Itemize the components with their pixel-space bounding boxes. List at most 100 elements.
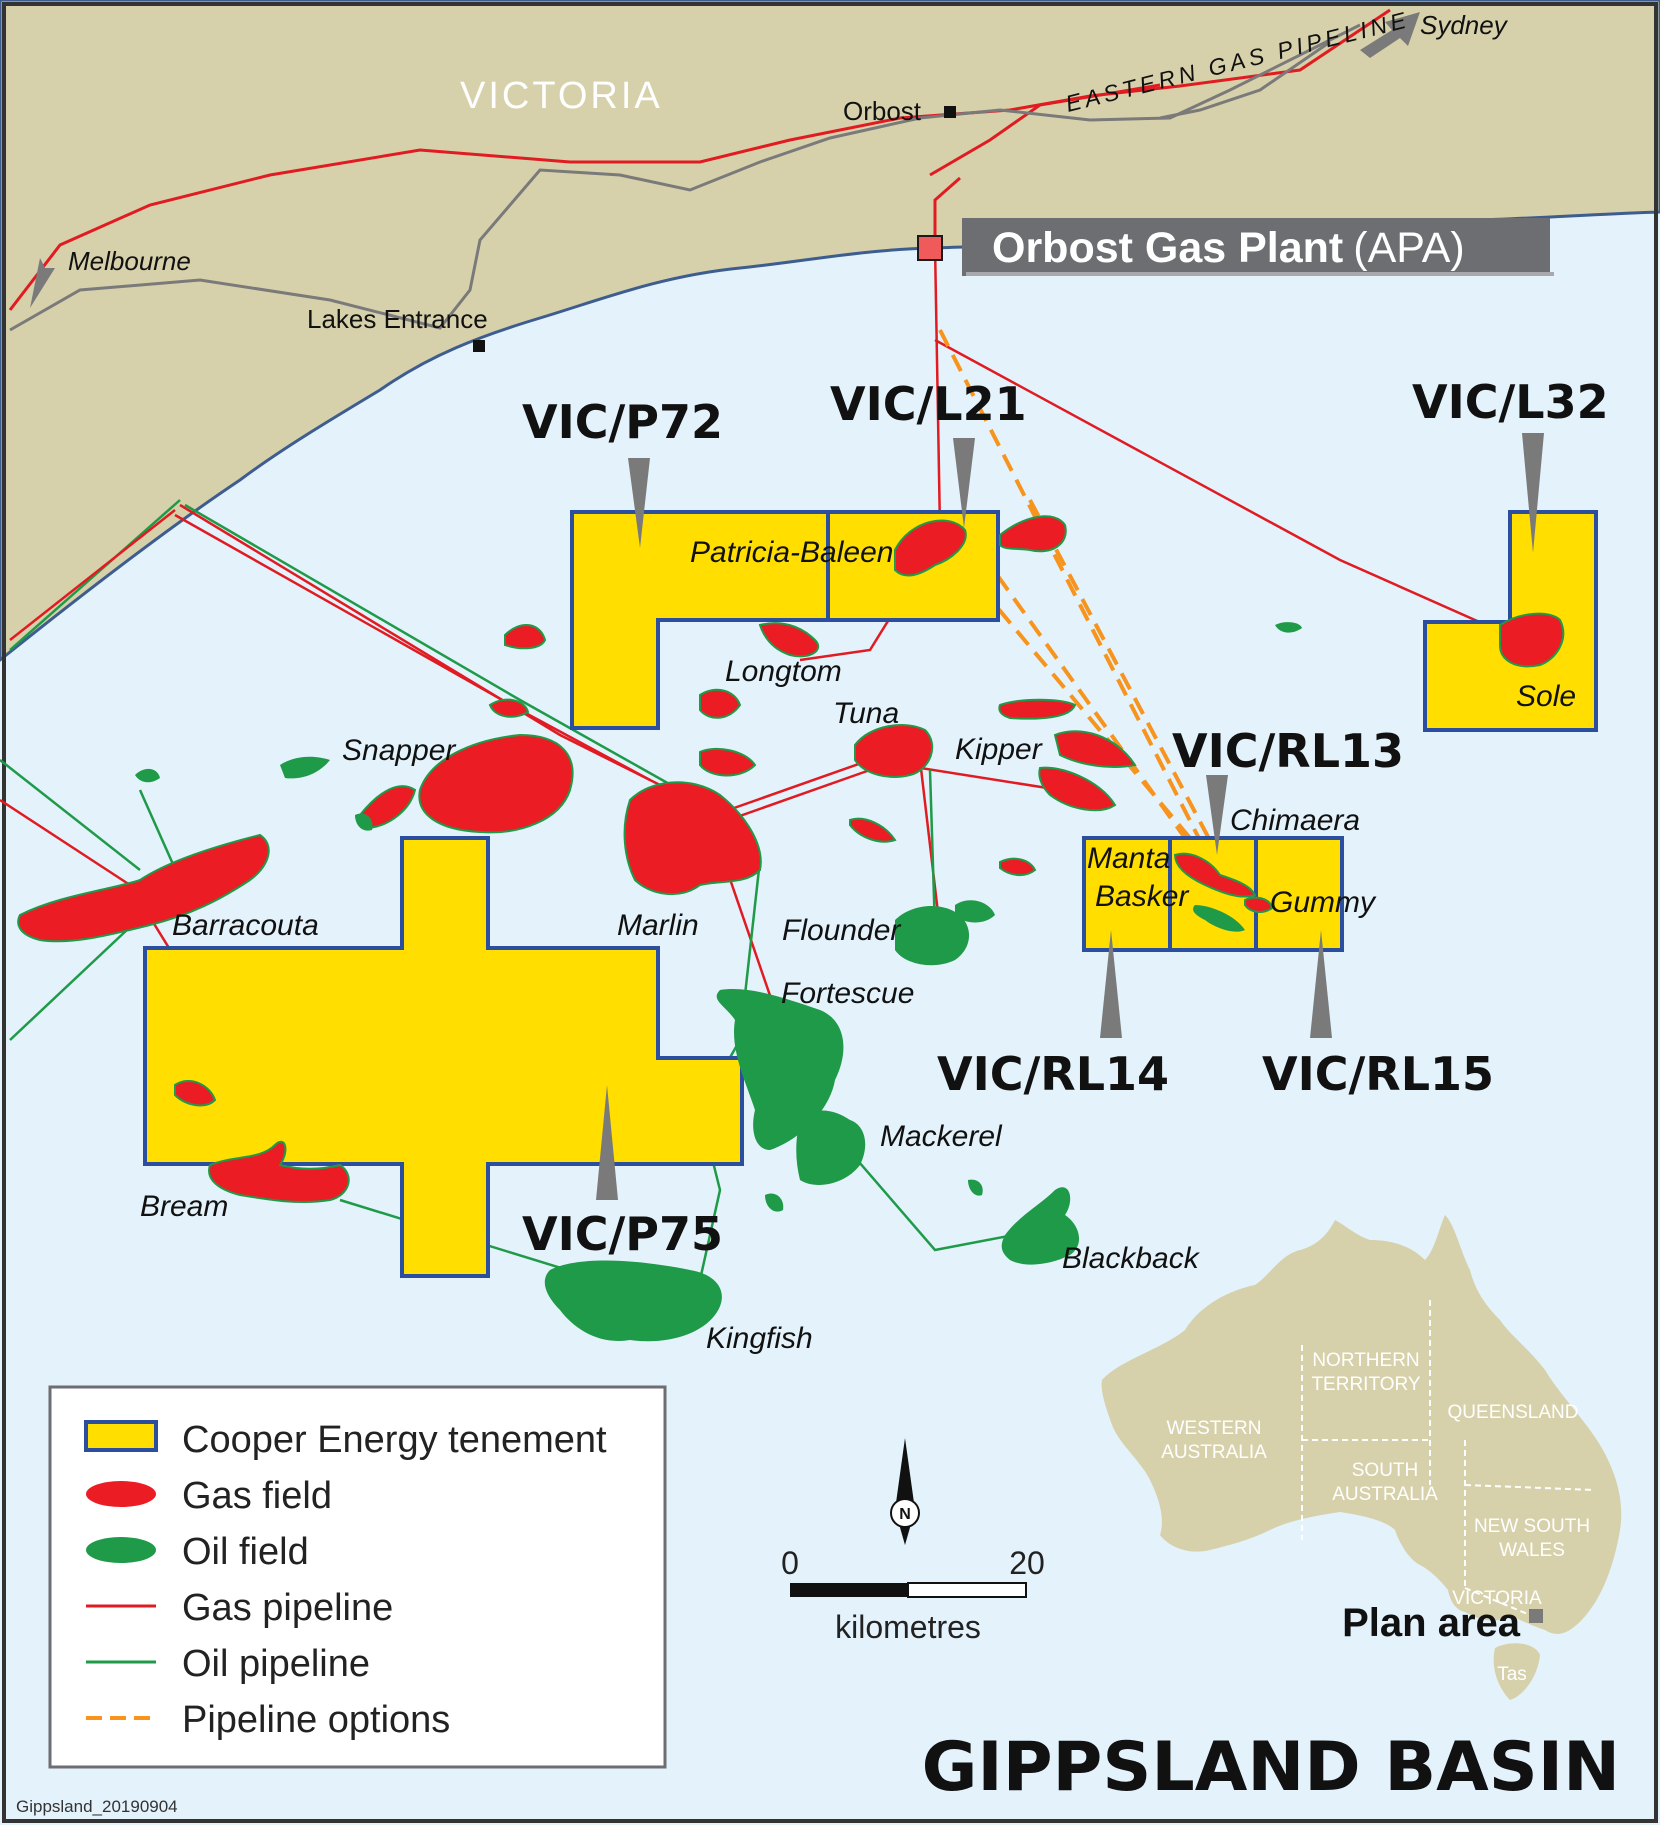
gas-field-manta: [1173, 852, 1257, 898]
scale-bar-black: [790, 1583, 908, 1597]
tenement-label-vicl21: VIC/L21: [830, 377, 1027, 431]
inset-label-sa1: SOUTH: [1352, 1460, 1419, 1481]
oil-field-kingfish: [544, 1260, 722, 1342]
gas-pipeline-tuna-flounder: [918, 759, 942, 931]
tenement-label-vicrl14: VIC/RL14: [937, 1047, 1169, 1101]
eastern-gas-pipeline: [1159, 40, 1331, 120]
tenements: [143, 510, 1598, 1278]
tenement-label-vicp72: VIC/P72: [522, 395, 723, 449]
gas-field-small-b: [699, 688, 742, 719]
border-qld-nsw: [1464, 1484, 1596, 1491]
inset-australia: NORTHERN TERRITORY QUEENSLAND WESTERN AU…: [1101, 1215, 1622, 1700]
orbost-plant-banner-shadow: [966, 272, 1554, 276]
inset-label-nsw2: WALES: [1499, 1540, 1565, 1561]
scale-start: 0: [781, 1545, 799, 1581]
pipeline-options-4: [1028, 499, 1217, 851]
tenement-vicrl14: [1082, 836, 1172, 952]
pointer-vicp72: [628, 458, 650, 548]
gas-pipeline-to-sole: [934, 338, 1521, 642]
gas-fields: [17, 515, 1565, 1204]
inset-label-qld: QUEENSLAND: [1448, 1402, 1579, 1423]
tenement-label-vicrl13: VIC/RL13: [1172, 724, 1404, 778]
gas-field-kipper-3: [1038, 766, 1117, 812]
legend: Cooper Energy tenement Gas field Oil fie…: [48, 1385, 667, 1769]
gas-field-sole: [1499, 612, 1565, 668]
legend-label-oil-pipeline: Oil pipeline: [182, 1643, 370, 1685]
oil-field-small-4: [355, 813, 373, 831]
town-label-orbost: Orbost: [843, 96, 922, 126]
inset-tasmania: [1493, 1643, 1540, 1700]
legend-swatch-oil-field: [86, 1537, 156, 1563]
gas-field-patricia-2: [999, 515, 1067, 553]
north-arrow-label: N: [899, 1506, 911, 1523]
pointer-vicrl14: [1100, 930, 1122, 1038]
field-label-snapper: Snapper: [342, 734, 456, 767]
legend-swatch-tenement: [84, 1420, 158, 1452]
north-arrow: N: [890, 1438, 920, 1545]
town-label-lakes: Lakes Entrance: [307, 304, 488, 334]
field-label-marlin: Marlin: [617, 909, 699, 942]
pipeline-options-1: [938, 329, 1212, 861]
gas-field-patricia: [894, 519, 967, 577]
field-label-barracouta: Barracouta: [172, 909, 319, 942]
legend-label-oil-field: Oil field: [182, 1531, 309, 1573]
oil-pipeline-west-1: [184, 503, 681, 792]
field-label-longtom: Longtom: [725, 655, 842, 688]
oil-field-mackerel: [796, 1110, 866, 1185]
inset-label-wa1: WESTERN: [1167, 1418, 1262, 1439]
gas-field-small-e: [849, 817, 897, 843]
oil-field-small-2: [280, 756, 330, 779]
orbost-town-marker: [944, 106, 956, 118]
scale-bar-white: [907, 1582, 1027, 1598]
oil-pipeline-nw: [9, 499, 181, 651]
field-label-mackerel: Mackerel: [880, 1120, 1003, 1153]
gas-pipeline-east: [929, 83, 1161, 177]
tenement-vicrl15: [1254, 836, 1344, 952]
gas-field-small-d: [699, 747, 757, 777]
orbost-plant-operator: (APA): [1353, 224, 1465, 272]
onshore-pipelines: [8, 8, 1391, 332]
image-id: Gippsland_20190904: [16, 1797, 178, 1816]
sydney-arrow-icon: [1360, 12, 1420, 58]
gas-field-snapper: [418, 733, 574, 834]
tenement-label-vicl32: VIC/L32: [1412, 375, 1609, 429]
grey-pipeline: [9, 23, 1361, 332]
orbost-plant-marker: [917, 235, 943, 261]
pointer-vicrl13: [1206, 775, 1228, 855]
pointer-vicp75: [596, 1085, 618, 1200]
oil-field-small-6: [968, 1179, 983, 1196]
oil-field-fortescue: [716, 989, 844, 1150]
map-title: GIPPSLAND BASIN: [922, 1728, 1620, 1807]
legend-label-gas-field: Gas field: [182, 1475, 332, 1517]
gas-field-snapper-w: [358, 785, 417, 830]
gas-field-tuna: [854, 724, 934, 778]
oil-pipeline-west-2: [0, 759, 141, 871]
scale-unit: kilometres: [835, 1609, 981, 1645]
field-label-chimaera: Chimaera: [1230, 804, 1360, 837]
tenement-label-vicrl15: VIC/RL15: [1262, 1047, 1494, 1101]
legend-swatch-gas-field: [86, 1481, 156, 1507]
oil-field-small-3: [135, 768, 160, 783]
field-label-kingfish: Kingfish: [706, 1322, 813, 1355]
gas-field-kipper-2: [1053, 730, 1137, 768]
border-nsw-vic: [1464, 1587, 1531, 1616]
gas-pipeline-onshore: [8, 8, 1391, 311]
gas-field-bream: [208, 1140, 350, 1204]
gas-pipeline-nw: [9, 509, 176, 641]
tenement-vicp75: [143, 836, 744, 1278]
gas-field-gummy: [1244, 896, 1274, 913]
inset-label-tas: Tas: [1497, 1664, 1527, 1685]
gas-field-small-f: [999, 857, 1037, 876]
orbost-plant-banner: [962, 218, 1550, 276]
gas-field-small-a: [504, 624, 547, 650]
pipeline-options-3: [963, 528, 1192, 847]
gas-field-kipper-1: [998, 698, 1077, 720]
field-label-basker: Basker: [1095, 880, 1189, 913]
gas-field-bream-small: [174, 1080, 217, 1107]
field-label-kipper: Kipper: [955, 733, 1043, 766]
tenement-pointers: [596, 433, 1544, 1200]
inset-label-nt1: NORTHERN: [1312, 1350, 1419, 1371]
gas-field-small-c: [488, 698, 530, 718]
oil-field-flounder: [895, 905, 970, 966]
